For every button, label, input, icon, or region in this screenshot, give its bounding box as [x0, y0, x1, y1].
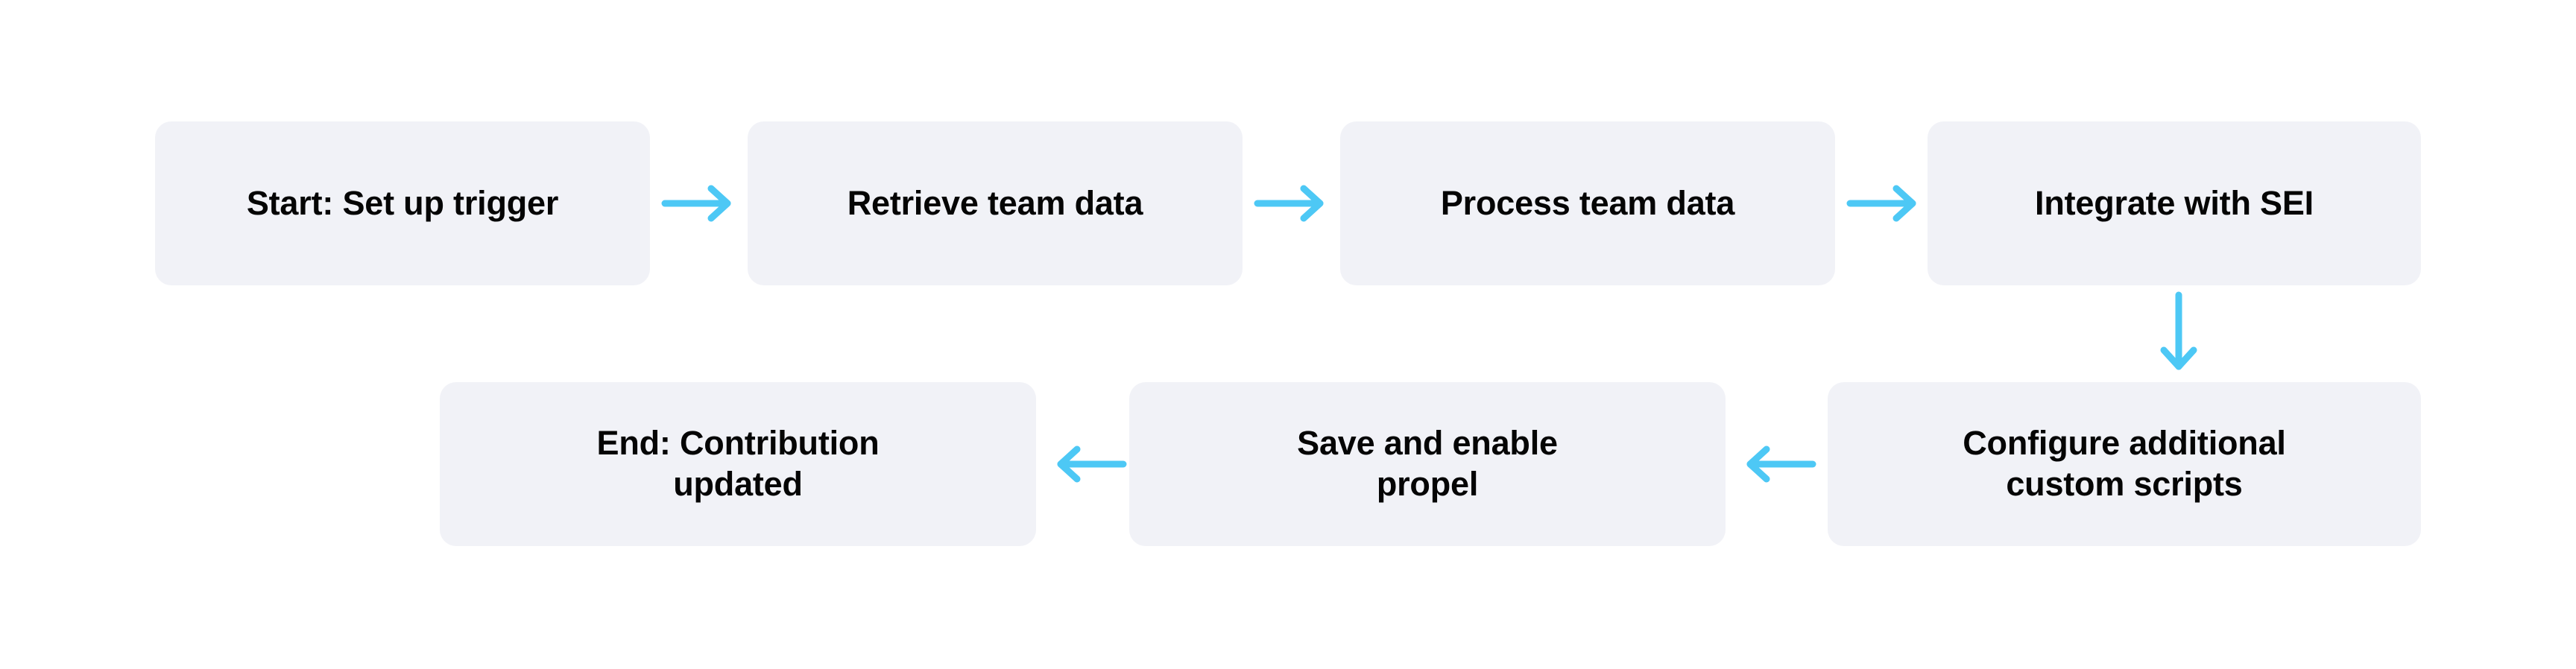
flow-node-label: End: Contribution updated: [596, 424, 880, 503]
arrow-right-icon: [1846, 183, 1922, 224]
arrow-right-icon: [1254, 183, 1329, 224]
flow-node-label: Integrate with SEI: [2035, 183, 2314, 222]
flow-node-label: Retrieve team data: [847, 183, 1143, 222]
arrow-left-icon: [1737, 443, 1816, 485]
flow-node-label: Start: Set up trigger: [246, 183, 559, 222]
arrow-down-icon: [2158, 291, 2200, 375]
arrow-right-icon: [661, 183, 736, 224]
flow-node-end-contribution-updated[interactable]: End: Contribution updated: [440, 382, 1036, 546]
arrow-left-icon: [1047, 443, 1127, 485]
flow-node-save-and-enable-propel[interactable]: Save and enable propel: [1129, 382, 1726, 546]
flow-node-process-team-data[interactable]: Process team data: [1340, 121, 1835, 285]
flow-node-retrieve-team-data[interactable]: Retrieve team data: [748, 121, 1243, 285]
flow-node-integrate-with-sei[interactable]: Integrate with SEI: [1928, 121, 2421, 285]
flow-node-start[interactable]: Start: Set up trigger: [155, 121, 650, 285]
flow-node-label: Save and enable propel: [1297, 424, 1558, 503]
flow-node-label: Configure additional custom scripts: [1963, 424, 2286, 503]
flow-node-configure-custom-scripts[interactable]: Configure additional custom scripts: [1828, 382, 2421, 546]
flow-node-label: Process team data: [1440, 183, 1735, 222]
